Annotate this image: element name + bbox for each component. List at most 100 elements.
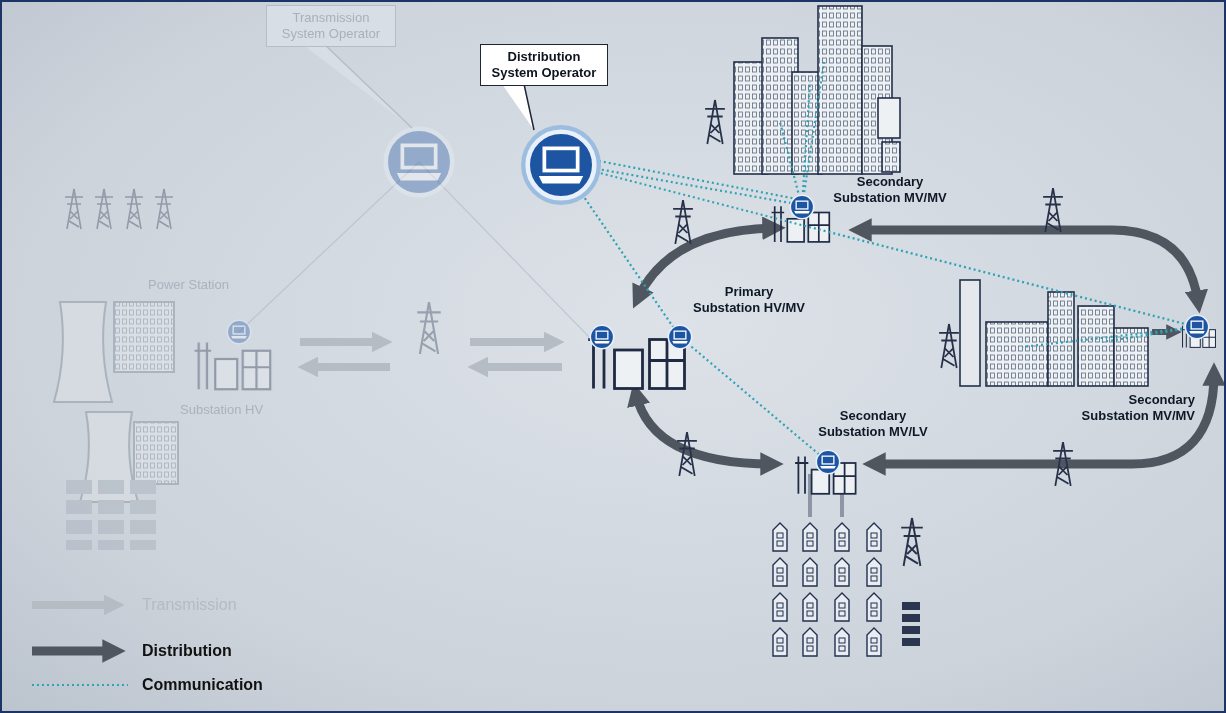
solar-panels bbox=[130, 520, 156, 534]
bubble-text: Distribution System Operator bbox=[487, 49, 601, 80]
legend-samples bbox=[32, 601, 114, 609]
communication-lines bbox=[802, 82, 810, 207]
houses bbox=[835, 558, 849, 586]
houses bbox=[773, 558, 787, 586]
station-label: Primary Substation HV/MV bbox=[692, 284, 806, 317]
city-buildings bbox=[878, 98, 900, 138]
tso-links bbox=[239, 162, 419, 332]
houses bbox=[835, 523, 849, 551]
houses bbox=[773, 523, 787, 551]
dso-halo bbox=[521, 125, 601, 205]
transmission-arrows bbox=[470, 338, 554, 346]
power-station bbox=[417, 302, 440, 354]
pylon-row bbox=[155, 189, 173, 229]
communication-lines bbox=[1022, 327, 1197, 347]
speech-bubble: Transmission System Operator bbox=[266, 5, 396, 47]
industrial-buildings bbox=[1078, 306, 1114, 386]
house-pylon bbox=[901, 518, 923, 566]
pylon-row bbox=[65, 189, 83, 229]
battery-stack bbox=[902, 602, 920, 646]
legend-text: Communication bbox=[142, 675, 263, 695]
houses bbox=[773, 628, 787, 656]
communication-lines bbox=[596, 172, 1197, 327]
power-station bbox=[195, 343, 271, 390]
solar-panels bbox=[130, 480, 156, 494]
houses bbox=[835, 593, 849, 621]
distribution-pylons bbox=[1043, 188, 1063, 232]
legend-samples bbox=[32, 605, 128, 685]
battery-stack bbox=[902, 602, 920, 610]
houses bbox=[803, 593, 817, 621]
houses bbox=[867, 628, 881, 656]
station-label: Secondary Substation MV/LV bbox=[814, 408, 932, 441]
power-station bbox=[134, 422, 178, 484]
solar-panels bbox=[98, 500, 124, 514]
legend-text: Distribution bbox=[142, 641, 232, 661]
pylon-row bbox=[95, 189, 113, 229]
computer-icons bbox=[590, 325, 613, 348]
transmission-arrows bbox=[300, 342, 562, 367]
city-buildings bbox=[882, 142, 900, 172]
legend-text: Transmission bbox=[142, 595, 237, 615]
houses bbox=[803, 558, 817, 586]
power-station bbox=[54, 302, 112, 402]
solar-panels bbox=[130, 540, 156, 550]
communication-lines bbox=[582, 194, 680, 337]
industrial-buildings bbox=[986, 322, 1048, 386]
city-buildings bbox=[734, 6, 900, 174]
solar-panels bbox=[130, 500, 156, 514]
distribution-pylons bbox=[1053, 442, 1073, 486]
bubble-text: Transmission System Operator bbox=[273, 10, 389, 41]
solar-panels bbox=[66, 520, 92, 534]
power-station bbox=[54, 189, 441, 550]
distribution-pylons bbox=[673, 200, 693, 244]
industry-pylon bbox=[939, 324, 959, 368]
houses bbox=[803, 523, 817, 551]
houses bbox=[803, 628, 817, 656]
bubble-tail bbox=[302, 44, 412, 128]
industrial-buildings bbox=[960, 280, 980, 386]
bubble-tail bbox=[502, 84, 534, 130]
distribution-pylons bbox=[673, 188, 1073, 486]
solar-panels bbox=[66, 540, 92, 550]
tso-computer bbox=[227, 129, 452, 344]
battery-stack bbox=[902, 614, 920, 622]
communication-lines bbox=[780, 122, 802, 207]
distribution-arrows bbox=[636, 228, 1214, 464]
solar-panels bbox=[66, 480, 156, 550]
communication-lines bbox=[582, 62, 1197, 462]
houses bbox=[773, 593, 787, 621]
computer-icons bbox=[668, 325, 691, 348]
legend-samples bbox=[32, 684, 128, 686]
communication-lines bbox=[680, 337, 828, 462]
distribution-arrows bbox=[636, 394, 772, 464]
tso-computer bbox=[386, 129, 453, 196]
tso-computer bbox=[227, 320, 250, 343]
industrial-buildings bbox=[1048, 292, 1074, 386]
transmission-arrows bbox=[478, 363, 562, 371]
station-label: Power Station bbox=[148, 277, 258, 293]
city-buildings bbox=[818, 6, 862, 174]
transmission-arrows bbox=[300, 338, 382, 346]
houses bbox=[867, 523, 881, 551]
power-station bbox=[114, 302, 174, 372]
station-label: Substation HV bbox=[180, 402, 290, 418]
pylon-row bbox=[125, 189, 143, 229]
houses bbox=[835, 628, 849, 656]
station-label: Secondary Substation MV/MV bbox=[1077, 392, 1195, 425]
communication-lines bbox=[1102, 327, 1197, 342]
pylon-row bbox=[65, 189, 173, 229]
dso-computer bbox=[528, 132, 595, 199]
station-label: Secondary Substation MV/MV bbox=[831, 174, 949, 207]
legend-samples bbox=[32, 647, 114, 656]
battery-stack bbox=[902, 638, 920, 646]
transmission-arrows bbox=[308, 363, 390, 371]
solar-panels bbox=[98, 480, 124, 494]
distribution-pylons bbox=[677, 432, 697, 476]
battery-stack bbox=[902, 626, 920, 634]
houses bbox=[867, 593, 881, 621]
solar-panels bbox=[66, 480, 92, 494]
distribution-arrows bbox=[874, 374, 1214, 464]
computer-icons bbox=[590, 195, 1208, 473]
